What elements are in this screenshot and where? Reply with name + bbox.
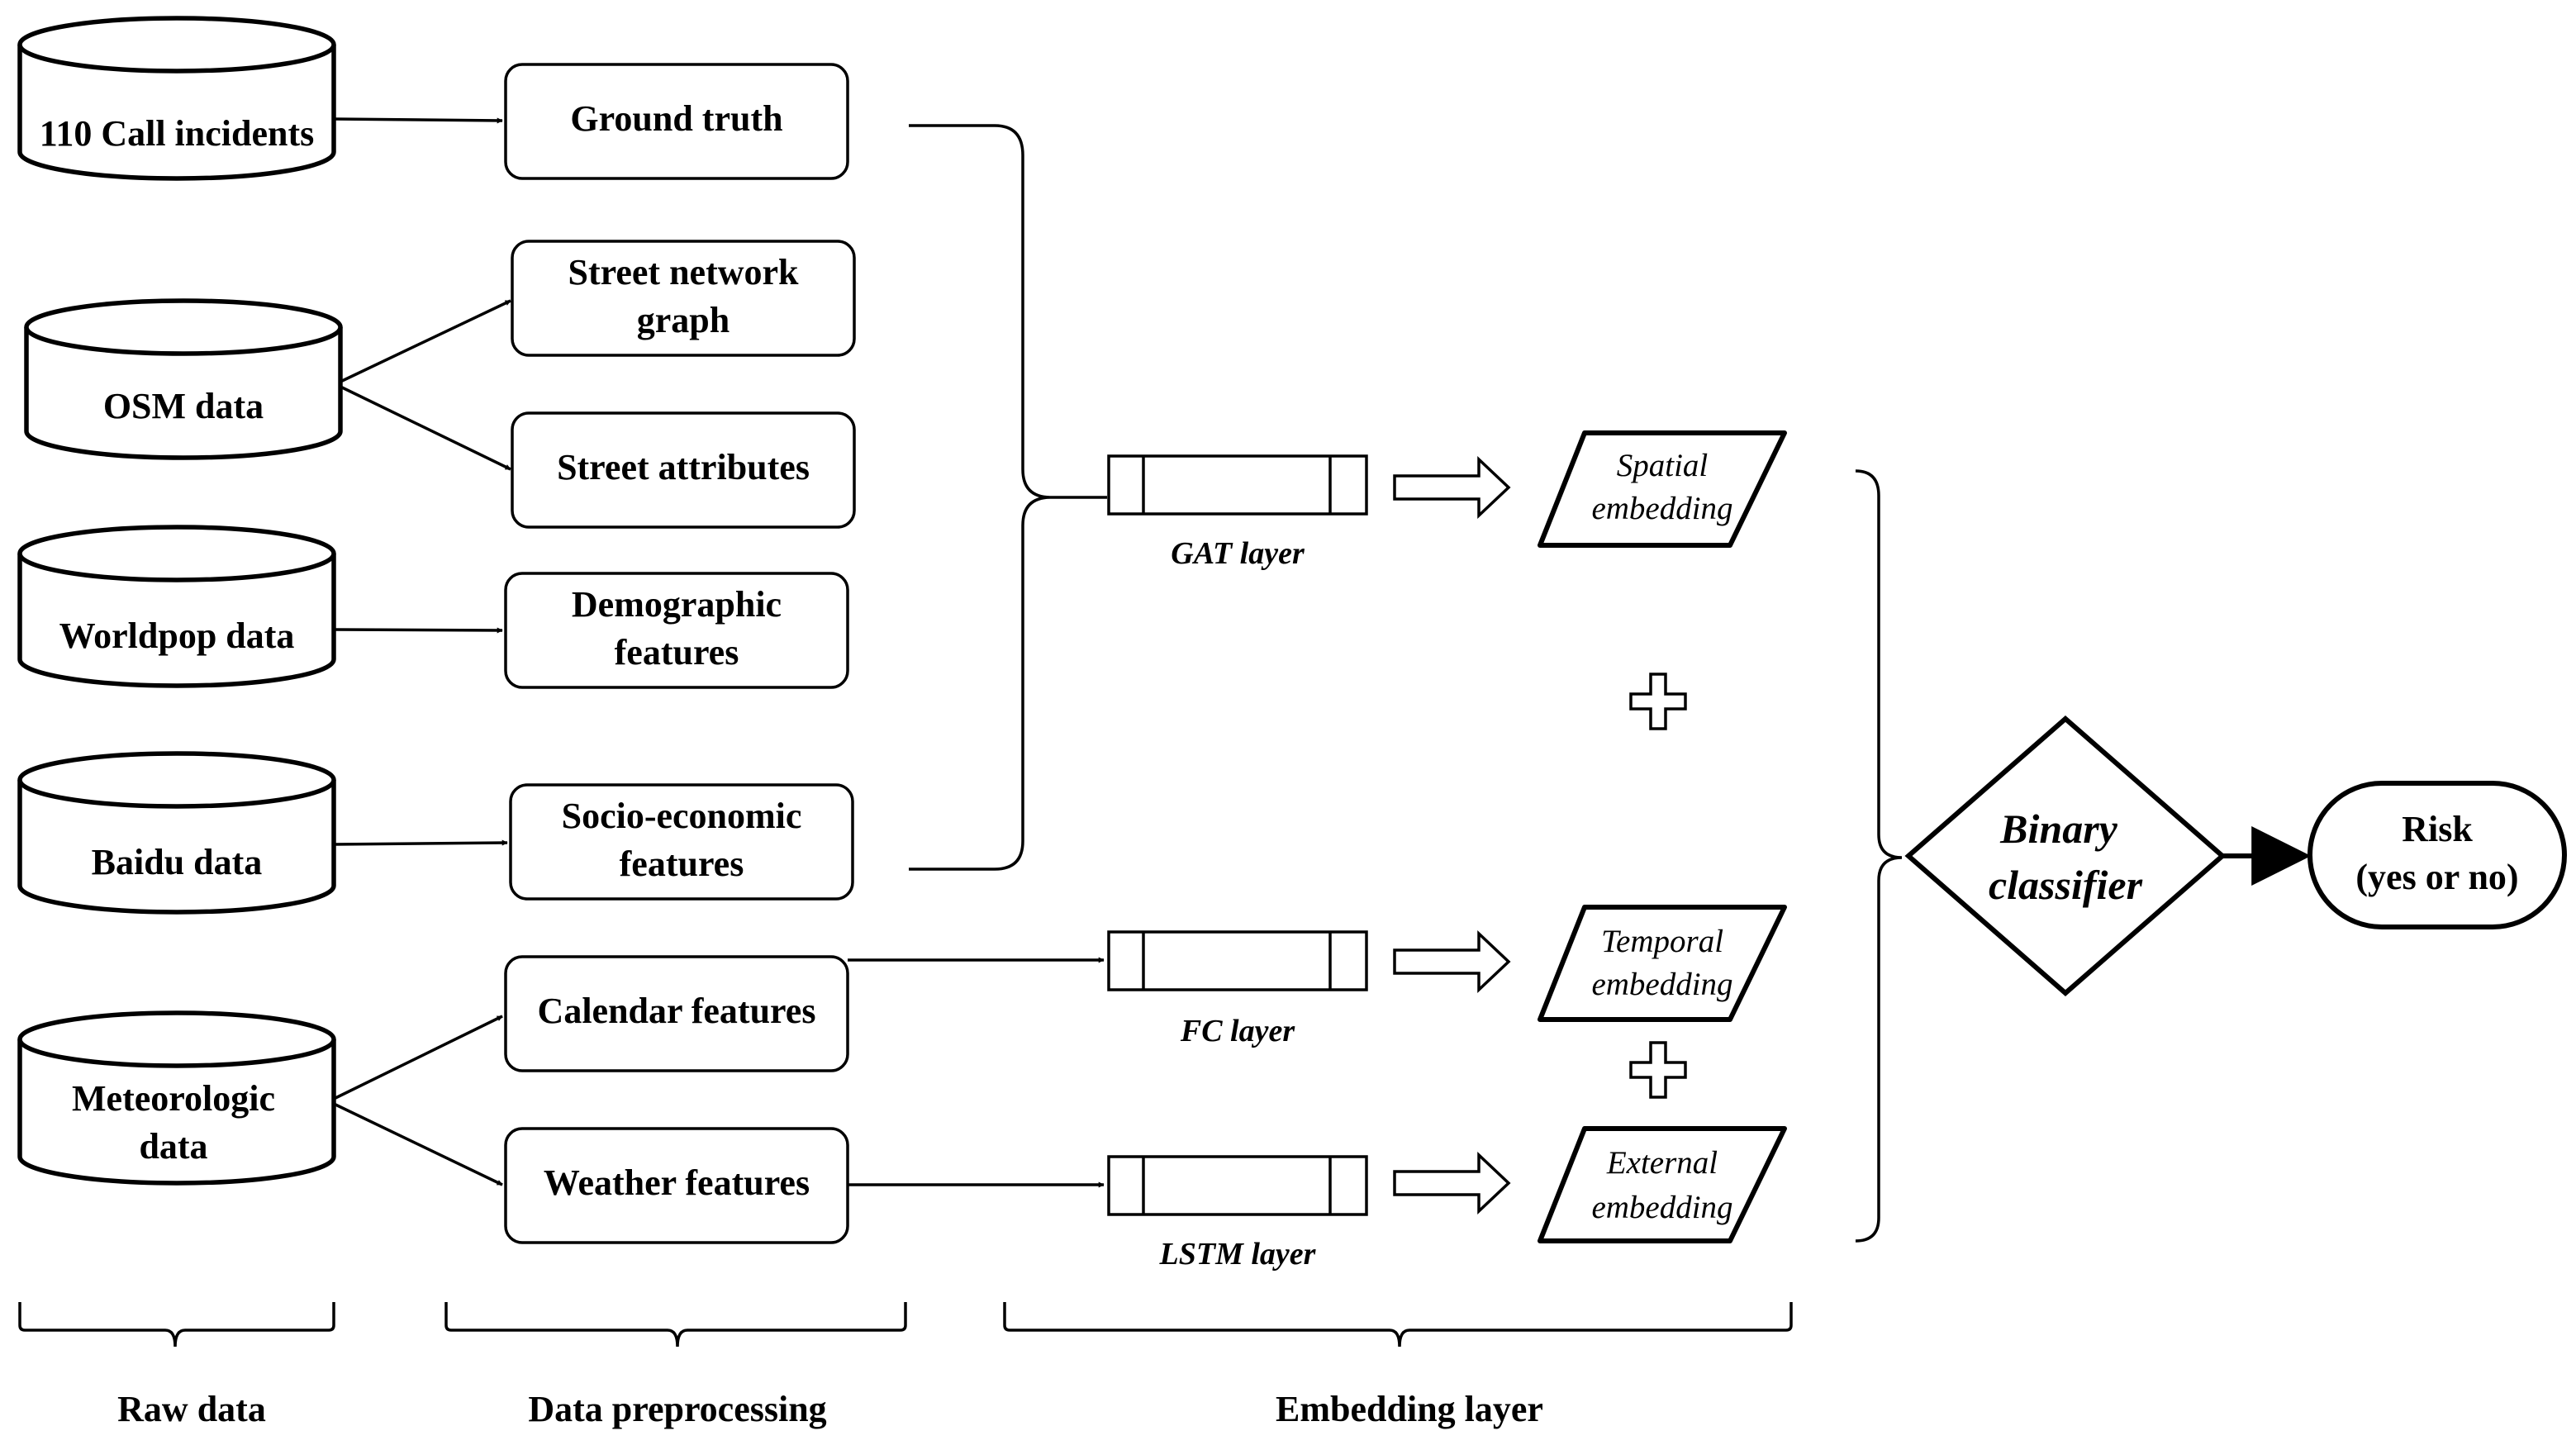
- brace-spatial-inputs: [909, 124, 1107, 871]
- demographic-features-label-line1: Demographic: [572, 584, 782, 625]
- arrow-baidu-to-socio-economic: [333, 839, 508, 846]
- arrow-meteorologic-to-calendar: [333, 1015, 503, 1100]
- classifier-label-line2: classifier: [1989, 862, 2143, 908]
- gat-layer-label: GAT layer: [1171, 536, 1305, 571]
- risk-output: Risk (yes or no): [2307, 781, 2567, 929]
- box-weather-features: Weather features: [504, 1127, 849, 1244]
- box-demographic-features: Demographic features: [504, 572, 849, 689]
- cylinder-worldpop-data: Worldpop data: [17, 525, 336, 688]
- arrow-osm-to-street-network: [340, 299, 511, 383]
- spatial-embedding: Spatial embedding: [1538, 430, 1787, 548]
- lstm-layer-block: LSTM layer: [1107, 1155, 1368, 1272]
- hollow-arrow-fc-to-temporal: [1393, 929, 1511, 994]
- binary-classifier: Binary classifier: [1904, 715, 2227, 996]
- box-street-attributes: Street attributes: [511, 411, 856, 529]
- section-brace-data-preprocessing: [444, 1302, 907, 1348]
- temporal-embedding-label-line2: embedding: [1591, 967, 1732, 1002]
- spatial-embedding-label-line1: Spatial: [1617, 448, 1709, 483]
- temporal-embedding: Temporal embedding: [1538, 905, 1787, 1022]
- cylinder-osm-data: OSM data: [24, 298, 343, 460]
- arrow-calls-to-ground-truth: [333, 117, 503, 124]
- arrow-osm-to-street-attributes: [340, 385, 511, 471]
- box-socio-economic-features: Socio-economic features: [509, 783, 854, 901]
- calendar-features-label: Calendar features: [538, 991, 816, 1031]
- raw-meteorologic-label-line2: data: [139, 1126, 207, 1167]
- gat-layer-block: GAT layer: [1107, 454, 1368, 571]
- risk-label-line2: (yes or no): [2355, 857, 2518, 897]
- section-label-data-preprocessing: Data preprocessing: [528, 1389, 826, 1429]
- raw-worldpop-label: Worldpop data: [59, 616, 295, 656]
- hollow-arrow-lstm-to-external: [1393, 1151, 1511, 1215]
- brace-embeddings: [1855, 469, 1903, 1243]
- cylinder-110-call-incidents: 110 Call incidents: [17, 16, 336, 181]
- temporal-embedding-label-line1: Temporal: [1601, 924, 1723, 959]
- socio-economic-features-label-line2: features: [620, 844, 744, 884]
- fc-layer-block: FC layer: [1107, 930, 1368, 1048]
- socio-economic-features-label-line1: Socio-economic: [562, 796, 802, 836]
- raw-meteorologic-label-line1: Meteorologic: [72, 1078, 275, 1119]
- box-street-network-graph: Street network graph: [511, 240, 856, 357]
- street-network-graph-label-line2: graph: [637, 300, 730, 340]
- section-label-raw-data: Raw data: [117, 1389, 266, 1429]
- demographic-features-label-line2: features: [615, 632, 739, 673]
- street-attributes-label: Street attributes: [557, 447, 810, 487]
- cylinder-meteorologic-data: Meteorologic data: [17, 1010, 336, 1186]
- box-ground-truth: Ground truth: [504, 63, 849, 180]
- section-brace-embedding-layer: [1003, 1302, 1793, 1348]
- raw-osm-label: OSM data: [103, 386, 264, 426]
- lstm-layer-label: LSTM layer: [1159, 1237, 1317, 1272]
- fc-layer-label: FC layer: [1180, 1014, 1295, 1048]
- section-brace-raw-data: [18, 1302, 335, 1348]
- raw-baidu-label: Baidu data: [92, 842, 263, 882]
- external-embedding-label-line1: External: [1606, 1145, 1718, 1181]
- raw-call-incidents-label: 110 Call incidents: [40, 113, 315, 154]
- ground-truth-label: Ground truth: [570, 98, 782, 139]
- cylinder-baidu-data: Baidu data: [17, 751, 336, 915]
- classifier-label-line1: Binary: [1999, 806, 2118, 852]
- plus-icon: [1629, 1041, 1687, 1099]
- spatial-embedding-label-line2: embedding: [1591, 491, 1732, 526]
- external-embedding: External embedding: [1538, 1126, 1787, 1243]
- weather-features-label: Weather features: [544, 1162, 810, 1203]
- street-network-graph-label-line1: Street network: [568, 252, 800, 292]
- section-label-embedding-layer: Embedding layer: [1276, 1389, 1543, 1429]
- risk-label-line1: Risk: [2402, 809, 2473, 849]
- box-calendar-features: Calendar features: [504, 955, 849, 1072]
- plus-icon: [1629, 673, 1687, 730]
- external-embedding-label-line2: embedding: [1591, 1190, 1732, 1225]
- arrow-meteorologic-to-weather: [333, 1102, 503, 1186]
- hollow-arrow-gat-to-spatial: [1393, 455, 1511, 520]
